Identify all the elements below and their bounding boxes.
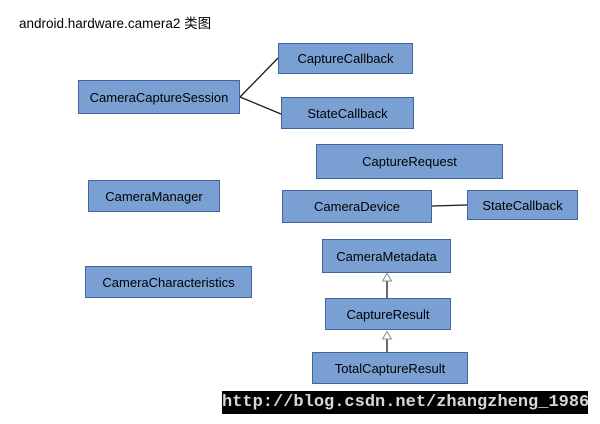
class-box-total-capture-result: TotalCaptureResult bbox=[312, 352, 468, 384]
association-line-session-capturecallback bbox=[239, 57, 279, 98]
watermark-url: http://blog.csdn.net/zhangzheng_1986 bbox=[222, 391, 590, 414]
class-label: CaptureRequest bbox=[362, 154, 457, 169]
diagram-title: android.hardware.camera2 类图 bbox=[19, 16, 212, 31]
class-label: StateCallback bbox=[307, 105, 388, 121]
class-label: CameraManager bbox=[105, 188, 203, 204]
class-label: CaptureCallback bbox=[297, 51, 394, 66]
association-line-device-statecallback bbox=[431, 204, 468, 207]
class-box-camera-metadata: CameraMetadata bbox=[322, 239, 451, 273]
class-box-camera-characteristics: CameraCharacteristics bbox=[85, 266, 252, 298]
class-box-camera-capture-session: CameraCaptureSession bbox=[78, 80, 240, 114]
class-label: CameraCaptureSession bbox=[89, 89, 229, 105]
class-label: TotalCaptureResult bbox=[334, 360, 446, 376]
class-label: CameraDevice bbox=[314, 199, 400, 214]
class-label: CameraMetadata bbox=[336, 248, 437, 264]
class-box-capture-result: CaptureResult bbox=[325, 298, 451, 330]
class-label: CameraCharacteristics bbox=[102, 274, 235, 290]
class-box-capture-callback: CaptureCallback bbox=[278, 43, 413, 74]
class-box-capture-request: CaptureRequest bbox=[316, 144, 503, 179]
class-box-camera-manager: CameraManager bbox=[88, 180, 220, 212]
association-line-session-statecallback bbox=[239, 96, 282, 115]
class-box-state-callback-session: StateCallback bbox=[281, 97, 414, 129]
class-box-state-callback-device: StateCallback bbox=[467, 190, 578, 220]
class-label: CaptureResult bbox=[346, 306, 430, 322]
inheritance-arrowhead-captureresult bbox=[381, 330, 393, 340]
inheritance-arrowhead-metadata bbox=[381, 272, 393, 282]
class-box-camera-device: CameraDevice bbox=[282, 190, 432, 223]
class-label: StateCallback bbox=[482, 197, 563, 213]
